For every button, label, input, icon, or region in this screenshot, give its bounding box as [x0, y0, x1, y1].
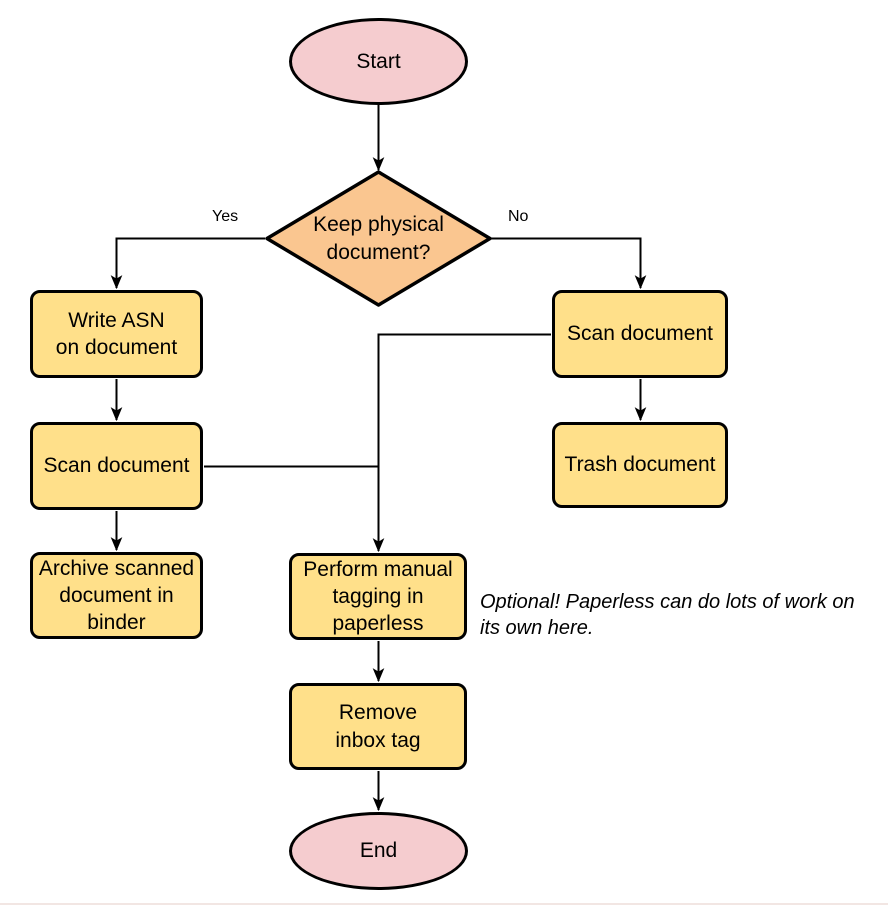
- decision-diamond-shape: [265, 170, 492, 307]
- bottom-hairline: [0, 903, 888, 905]
- node-scan-document-right: Scan document: [552, 290, 728, 378]
- node-trash-document: Trash document: [552, 422, 728, 508]
- edge-decision-yes-to-write-asn: [110, 237, 265, 290]
- annotation-optional-note: Optional! Paperless can do lots of work …: [480, 591, 855, 639]
- node-start: Start: [289, 18, 468, 105]
- node-write-asn: Write ASN on document: [30, 290, 203, 378]
- node-perform-manual-tagging: Perform manual tagging in paperless: [289, 553, 467, 640]
- edge-scan-right-to-perform-tagging: [372, 333, 551, 553]
- edge-label-yes: Yes: [212, 208, 239, 225]
- node-end: End: [289, 812, 468, 890]
- edge-decision-no-to-scan-right: [491, 237, 647, 290]
- node-scan-document-left: Scan document: [30, 422, 203, 510]
- node-decision-label: Keep physical document?: [313, 213, 444, 264]
- node-archive-in-binder: Archive scanned document in binder: [30, 552, 203, 639]
- edge-label-no: No: [508, 208, 529, 225]
- node-remove-inbox-tag: Remove inbox tag: [289, 683, 467, 770]
